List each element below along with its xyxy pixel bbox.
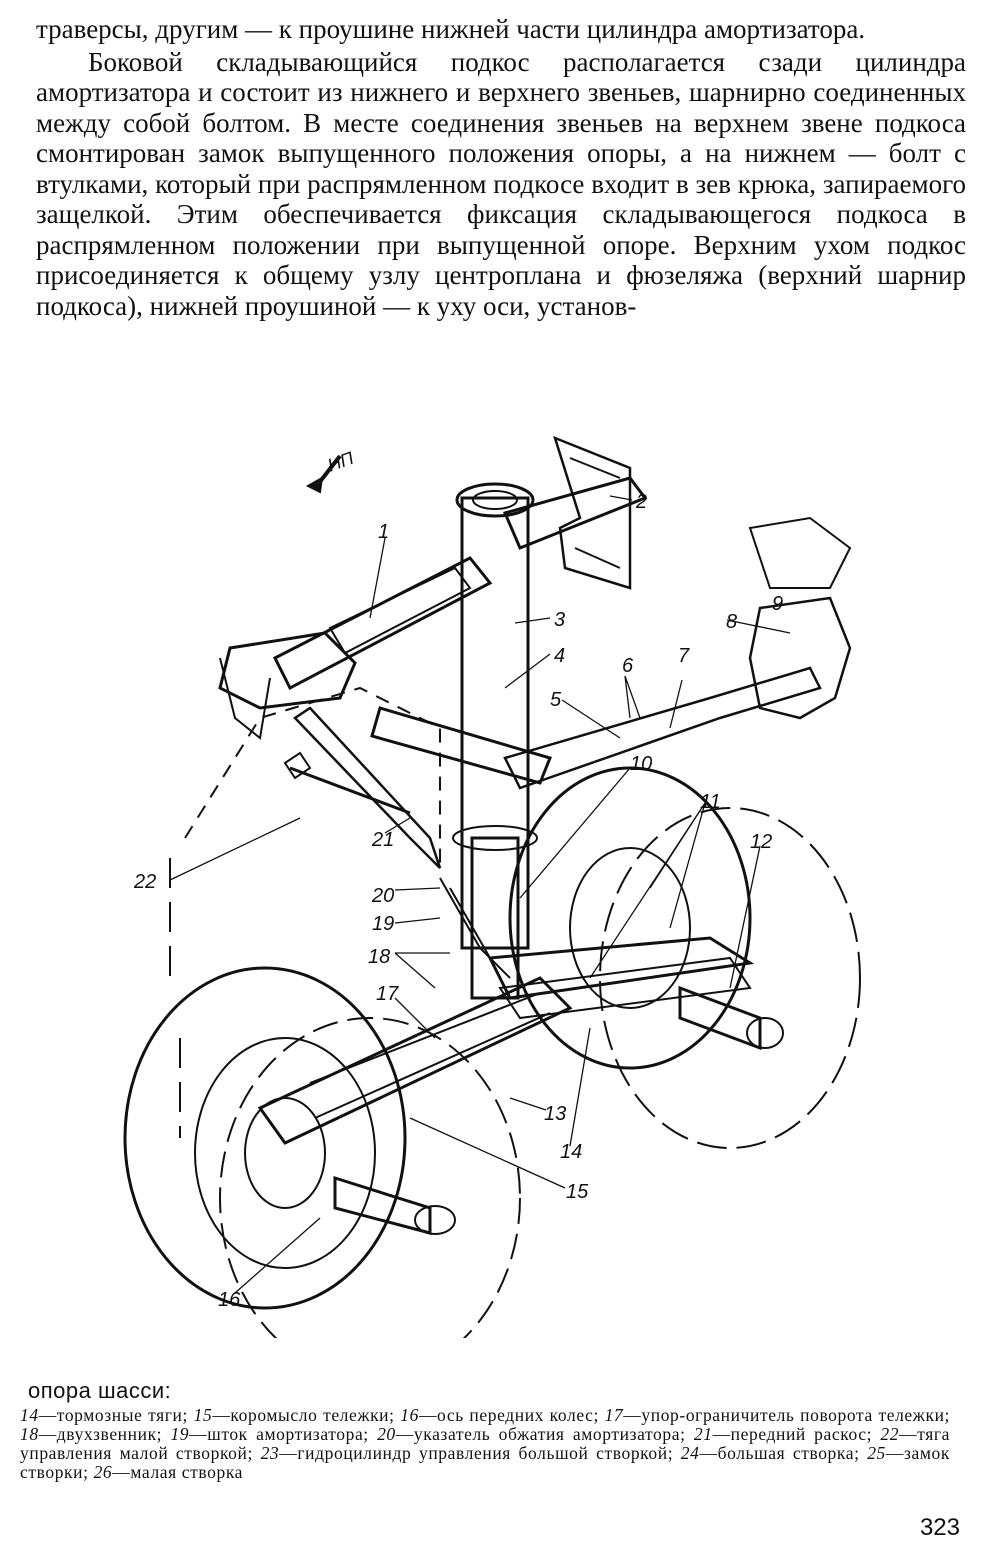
callout-13: 13	[544, 1103, 566, 1125]
callout-2: 2	[635, 491, 647, 513]
callout-8: 8	[726, 611, 737, 633]
callout-14: 14	[560, 1141, 582, 1163]
legend-text-17: —упор-ограничитель поворота тележки;	[623, 1405, 950, 1425]
legend-num-22: 22	[880, 1424, 900, 1444]
callout-21: 21	[371, 829, 394, 851]
direction-arrow-icon	[305, 454, 342, 494]
callout-5: 5	[550, 689, 562, 711]
legend-text-20: —указатель обжатия амортизатора;	[395, 1424, 694, 1444]
callout-1: 1	[378, 521, 389, 543]
callout-4: 4	[554, 645, 565, 667]
callout-15: 15	[566, 1181, 589, 1203]
legend-num-14: 14	[20, 1405, 39, 1425]
legend-num-23: 23	[260, 1443, 280, 1463]
callout-11: 11	[700, 791, 721, 813]
legend-text-26: —малая створка	[112, 1462, 244, 1482]
landing-gear-drawing: 1 2 3 4 5 6 7 8 9 10 11 12 13 14 15 16 1…	[123, 435, 861, 1379]
legend-num-24: 24	[680, 1443, 700, 1463]
legend-text-15: —коромысло тележки;	[212, 1405, 401, 1425]
page-number: 323	[919, 1514, 960, 1541]
legend-text-25: —замок створки;	[20, 1443, 950, 1482]
callout-19: 19	[372, 913, 394, 935]
legend-text-21: —передний раскос;	[712, 1424, 881, 1444]
legend-num-19: 19	[170, 1424, 190, 1444]
legend-text-16: —ось передних колес;	[418, 1405, 605, 1425]
paragraph-1: траверсы, другим — к проушине нижней час…	[36, 14, 866, 44]
callout-18: 18	[368, 946, 390, 968]
caption-head: опора шасси:	[28, 1378, 172, 1403]
legend-num-21: 21	[693, 1424, 713, 1444]
paragraph-2: Боковой складывающийся подкос располагае…	[36, 46, 966, 321]
callout-22: 22	[133, 871, 156, 893]
legend-text-18: —двухзвенник;	[38, 1424, 171, 1444]
callout-16: 16	[218, 1289, 241, 1311]
callout-3: 3	[554, 609, 565, 631]
callout-10: 10	[630, 753, 652, 775]
callout-6: 6	[622, 655, 634, 677]
legend-num-18: 18	[20, 1424, 39, 1444]
legend-text-14: —тормозные тяги;	[38, 1405, 194, 1425]
caption-legend: 14—тормозные тяги; 15—коромысло тележки;…	[20, 1406, 950, 1482]
callout-20: 20	[371, 885, 394, 907]
landing-gear-figure: 1 2 3 4 5 6 7 8 9 10 11 12 13 14 15 16 1…	[110, 418, 970, 1379]
callout-17: 17	[376, 983, 399, 1005]
legend-num-15: 15	[193, 1405, 213, 1425]
legend-num-17: 17	[604, 1405, 624, 1425]
legend-num-26: 26	[93, 1462, 113, 1482]
callout-12: 12	[750, 831, 772, 853]
callout-7: 7	[678, 645, 690, 667]
body-text: траверсы, другим — к проушине нижней час…	[36, 14, 966, 321]
legend-text-19: —шток амортизатора;	[189, 1424, 378, 1444]
legend-num-16: 16	[400, 1405, 419, 1425]
legend-text-22: —тяга управления малой створкой;	[20, 1424, 951, 1463]
legend-text-23: —гидроцилиндр управления большой створко…	[279, 1443, 681, 1463]
direction-label: НП	[325, 448, 357, 476]
callout-9: 9	[772, 593, 783, 615]
legend-num-20: 20	[377, 1424, 396, 1444]
legend-text-24: —большая створка;	[699, 1443, 868, 1463]
legend-num-25: 25	[867, 1443, 886, 1463]
